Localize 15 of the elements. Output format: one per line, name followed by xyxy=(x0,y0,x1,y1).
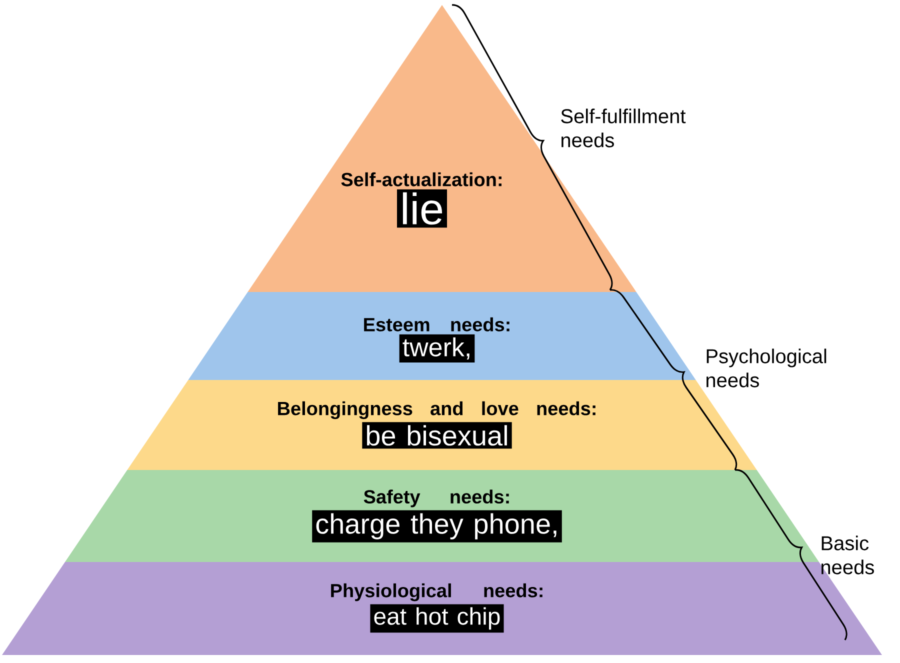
pyramid-layer xyxy=(188,292,696,380)
brace-label: Self-fulfillment needs xyxy=(561,108,686,148)
caption-box: be bisexual xyxy=(362,422,512,449)
caption-box: charge they phone, xyxy=(312,510,562,542)
layer-heading: Physiological needs: xyxy=(331,583,542,602)
brace-label: Psychological needs xyxy=(706,348,826,388)
caption-box: lie xyxy=(397,189,448,228)
layer-heading: Safety needs: xyxy=(364,490,509,508)
layer-heading: Belongingness and love needs: xyxy=(278,401,596,420)
pyramid-layer xyxy=(65,470,819,562)
brace-label: Basic needs xyxy=(822,536,874,574)
layer-heading: Esteem needs: xyxy=(364,317,510,332)
caption-box: eat hot chip xyxy=(370,604,504,633)
layer-heading: Self-actualization: xyxy=(341,172,502,186)
caption-box: twerk, xyxy=(399,334,475,363)
